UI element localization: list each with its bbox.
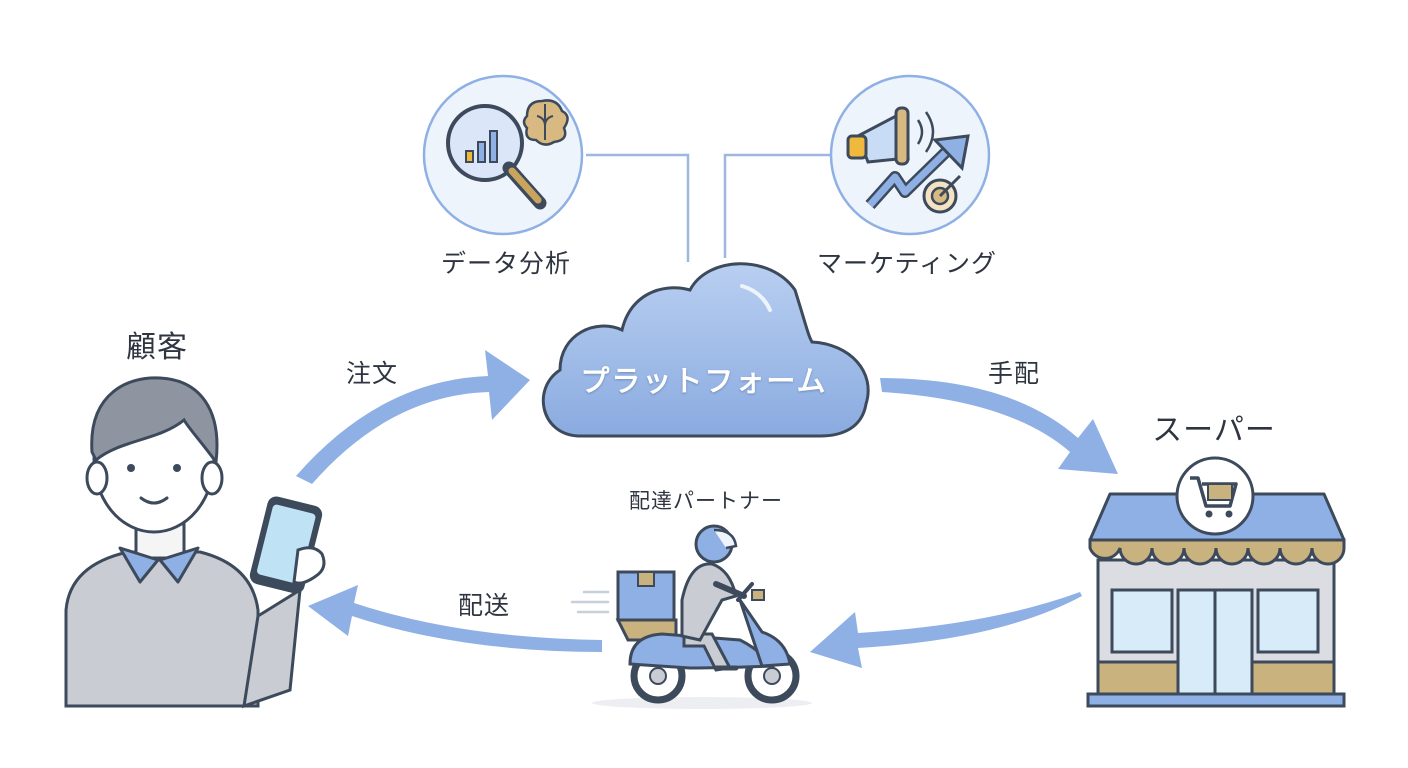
customer-figure: [64, 376, 326, 709]
analytics-label: データ分析: [440, 249, 572, 278]
analytics-icon: [422, 74, 584, 236]
edge-deliver-label: 配送: [457, 591, 511, 620]
edge-arrange-label: 手配: [987, 359, 1041, 388]
supermarket-building: [1086, 456, 1346, 708]
arrow-deliver-to-rider: [810, 592, 1082, 668]
delivery-scooter: [570, 524, 812, 709]
arrow-deliver-to-customer: [308, 585, 602, 652]
marketing-label: マーケティング: [816, 249, 998, 278]
marketing-icon: [829, 74, 991, 236]
arrow-arrange: [880, 378, 1118, 474]
connector-lines: [586, 153, 830, 262]
platform-label: プラットフォーム: [580, 364, 828, 398]
arrow-order: [296, 350, 530, 484]
supermarket-label: スーパー: [1152, 413, 1276, 448]
edge-order-label: 注文: [345, 359, 399, 388]
platform-cloud: [541, 262, 870, 438]
rider-label: 配達パートナー: [629, 489, 783, 513]
customer-label: 顧客: [126, 330, 188, 365]
